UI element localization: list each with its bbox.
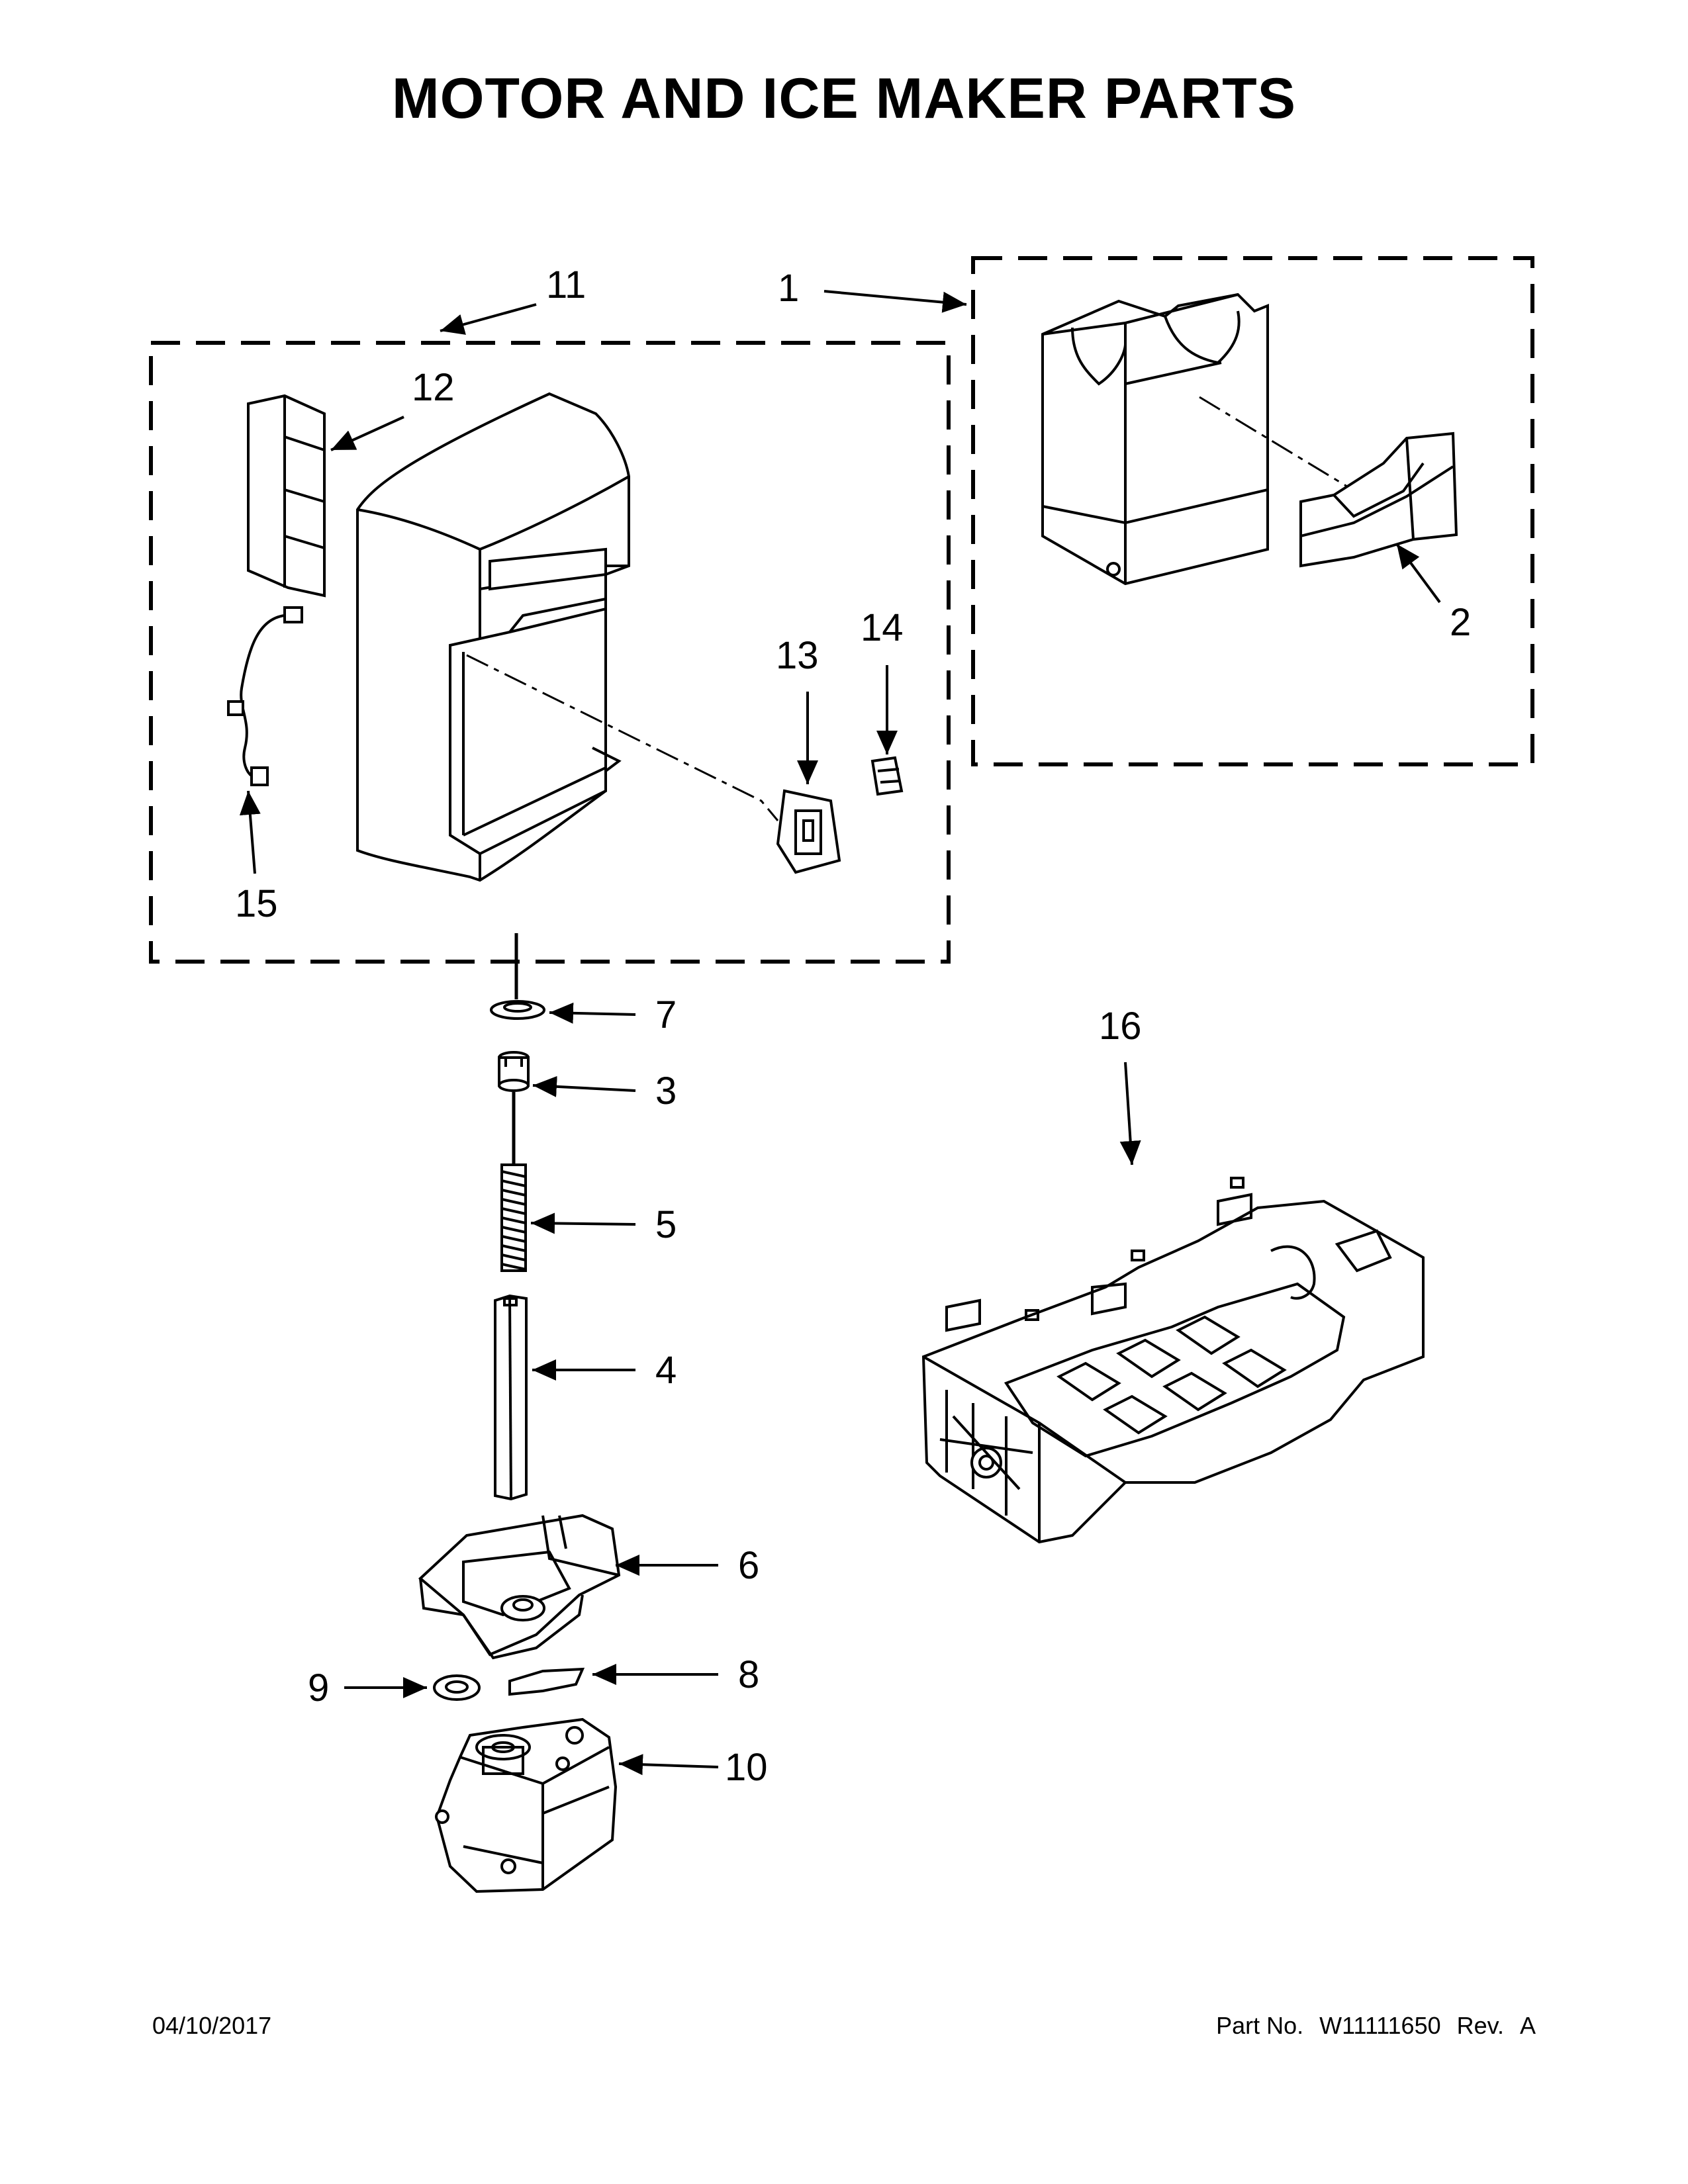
callout-4: 4: [655, 1349, 677, 1392]
part-8-pad: [508, 1667, 585, 1696]
callout-3: 3: [655, 1069, 677, 1113]
alignment-line-2: [1199, 396, 1348, 488]
part-15-wire-harness: [227, 606, 303, 786]
rev-value: A: [1519, 2012, 1536, 2039]
assembly-box-11: [149, 341, 951, 964]
alignment-line-13: [466, 654, 779, 821]
callout-1: 1: [778, 267, 799, 310]
callout-16: 16: [1099, 1005, 1142, 1048]
part-4-shaft: [494, 1294, 528, 1501]
callout-7: 7: [655, 993, 677, 1036]
part-no-label: Part No.: [1216, 2012, 1304, 2039]
part-11-dispenser-housing: [356, 392, 630, 882]
part-13-bracket: [776, 789, 841, 874]
footer-date: 04/10/2017: [152, 2012, 272, 2039]
part-10-motor: [435, 1717, 618, 1893]
callout-13: 13: [776, 634, 819, 677]
part-16-ice-maker: [921, 1177, 1425, 1544]
callout-10: 10: [725, 1746, 768, 1789]
callout-2: 2: [1450, 601, 1471, 644]
callout-9: 9: [308, 1666, 329, 1709]
part-14-switch: [870, 756, 904, 796]
part-9-washer: [433, 1674, 481, 1701]
rev-label: Rev.: [1456, 2012, 1504, 2039]
part-2-bin-cover: [1299, 432, 1458, 568]
page-title: MOTOR AND ICE MAKER PARTS: [392, 67, 1296, 130]
callout-11: 11: [546, 263, 586, 306]
callout-6: 6: [738, 1544, 759, 1587]
leader-arrows: [239, 290, 1441, 1776]
callout-15: 15: [235, 882, 278, 925]
part-7-gasket: [490, 1000, 545, 1020]
part-6-mount-plate: [418, 1514, 621, 1660]
part-5-spring: [500, 1163, 527, 1272]
footer-part-info: Part No. W11111650 Rev. A: [1216, 2012, 1536, 2040]
callout-8: 8: [738, 1653, 759, 1696]
part-3-coupler: [498, 1051, 530, 1092]
part-1-ice-bin: [1041, 293, 1269, 586]
part-no-value: W11111650: [1319, 2012, 1441, 2039]
callout-12: 12: [412, 366, 455, 409]
part-12-panel: [247, 394, 326, 598]
callout-5: 5: [655, 1203, 677, 1246]
callout-14: 14: [861, 606, 904, 649]
assembly-box-1: [971, 256, 1534, 766]
